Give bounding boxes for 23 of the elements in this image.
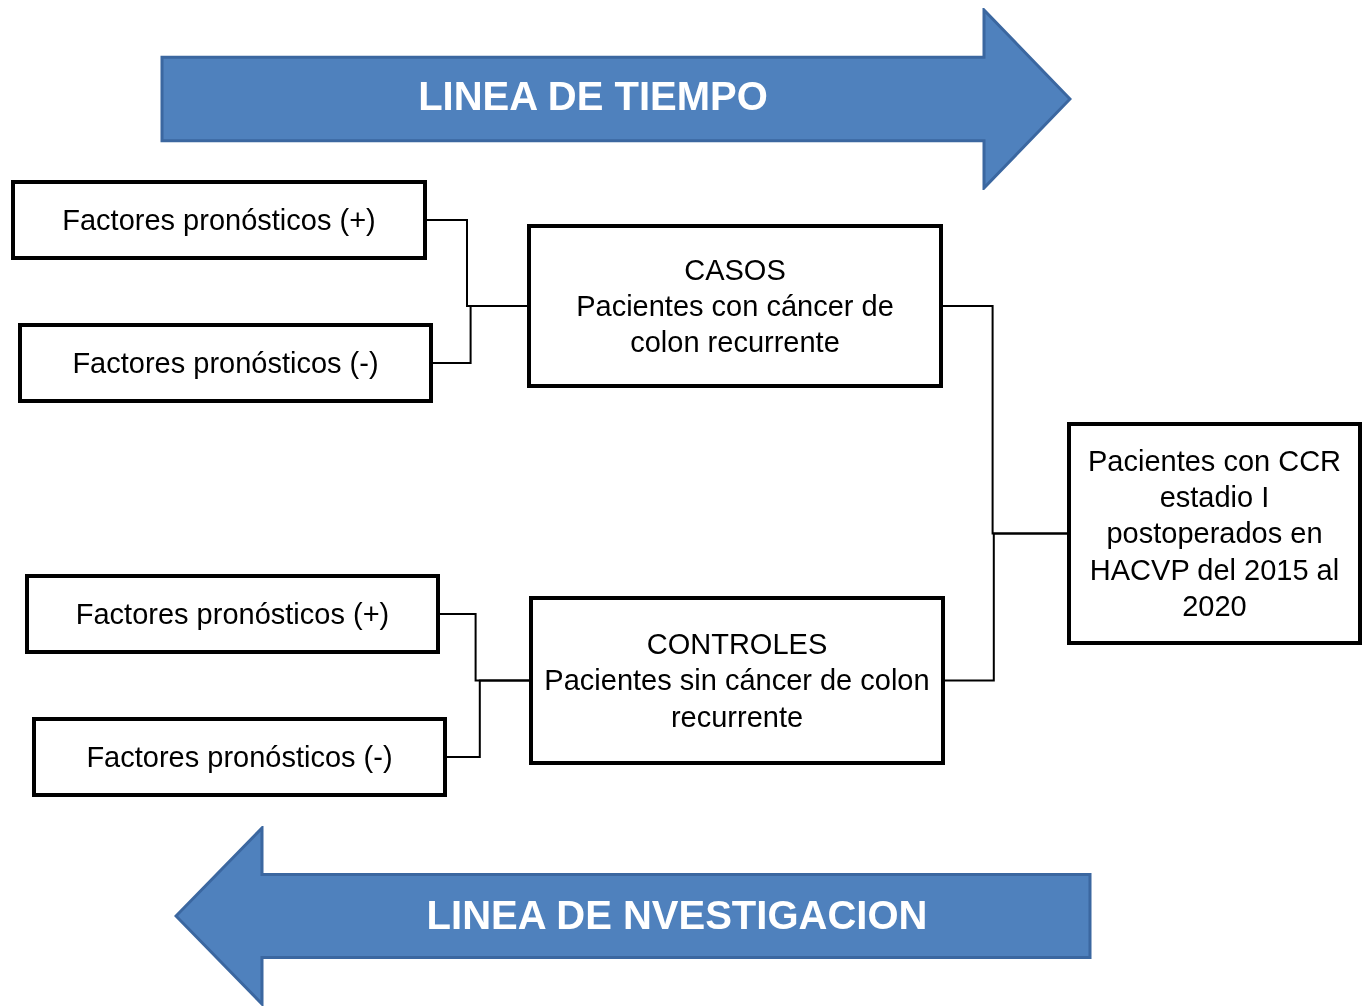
text-box <box>11 180 427 260</box>
text-box <box>527 224 943 388</box>
connector-line <box>944 532 1068 682</box>
arrow-banner <box>160 8 1072 190</box>
banner-text: LINEA DE TIEMPO <box>418 73 768 119</box>
box-text: Factores pronósticos (+) <box>75 596 390 632</box>
connector-line <box>432 305 528 364</box>
box-heading: CONTROLES <box>646 627 828 663</box>
box-text: Pacientes sin cáncer de colon recurrente <box>543 663 931 735</box>
box-text: Pacientes con cáncer de colon recurrente <box>575 288 895 361</box>
text-box <box>1067 422 1362 645</box>
box-text: Pacientes con CCR estadio I postoperados en HACVP del 2015 al 2020 <box>1086 443 1343 624</box>
banner-text: LINEA DE NVESTIGACION <box>426 892 928 938</box>
arrow-banner <box>174 826 1092 1006</box>
text-box <box>18 323 433 403</box>
text-box <box>25 574 440 654</box>
box-heading: CASOS <box>684 252 786 288</box>
box-text: Factores pronósticos (-) <box>86 739 393 775</box>
box-text: Factores pronósticos (+) <box>62 202 376 238</box>
text-box <box>32 717 447 797</box>
box-text: Factores pronósticos (-) <box>72 345 379 381</box>
text-box <box>529 596 945 765</box>
connector-line <box>446 679 530 758</box>
